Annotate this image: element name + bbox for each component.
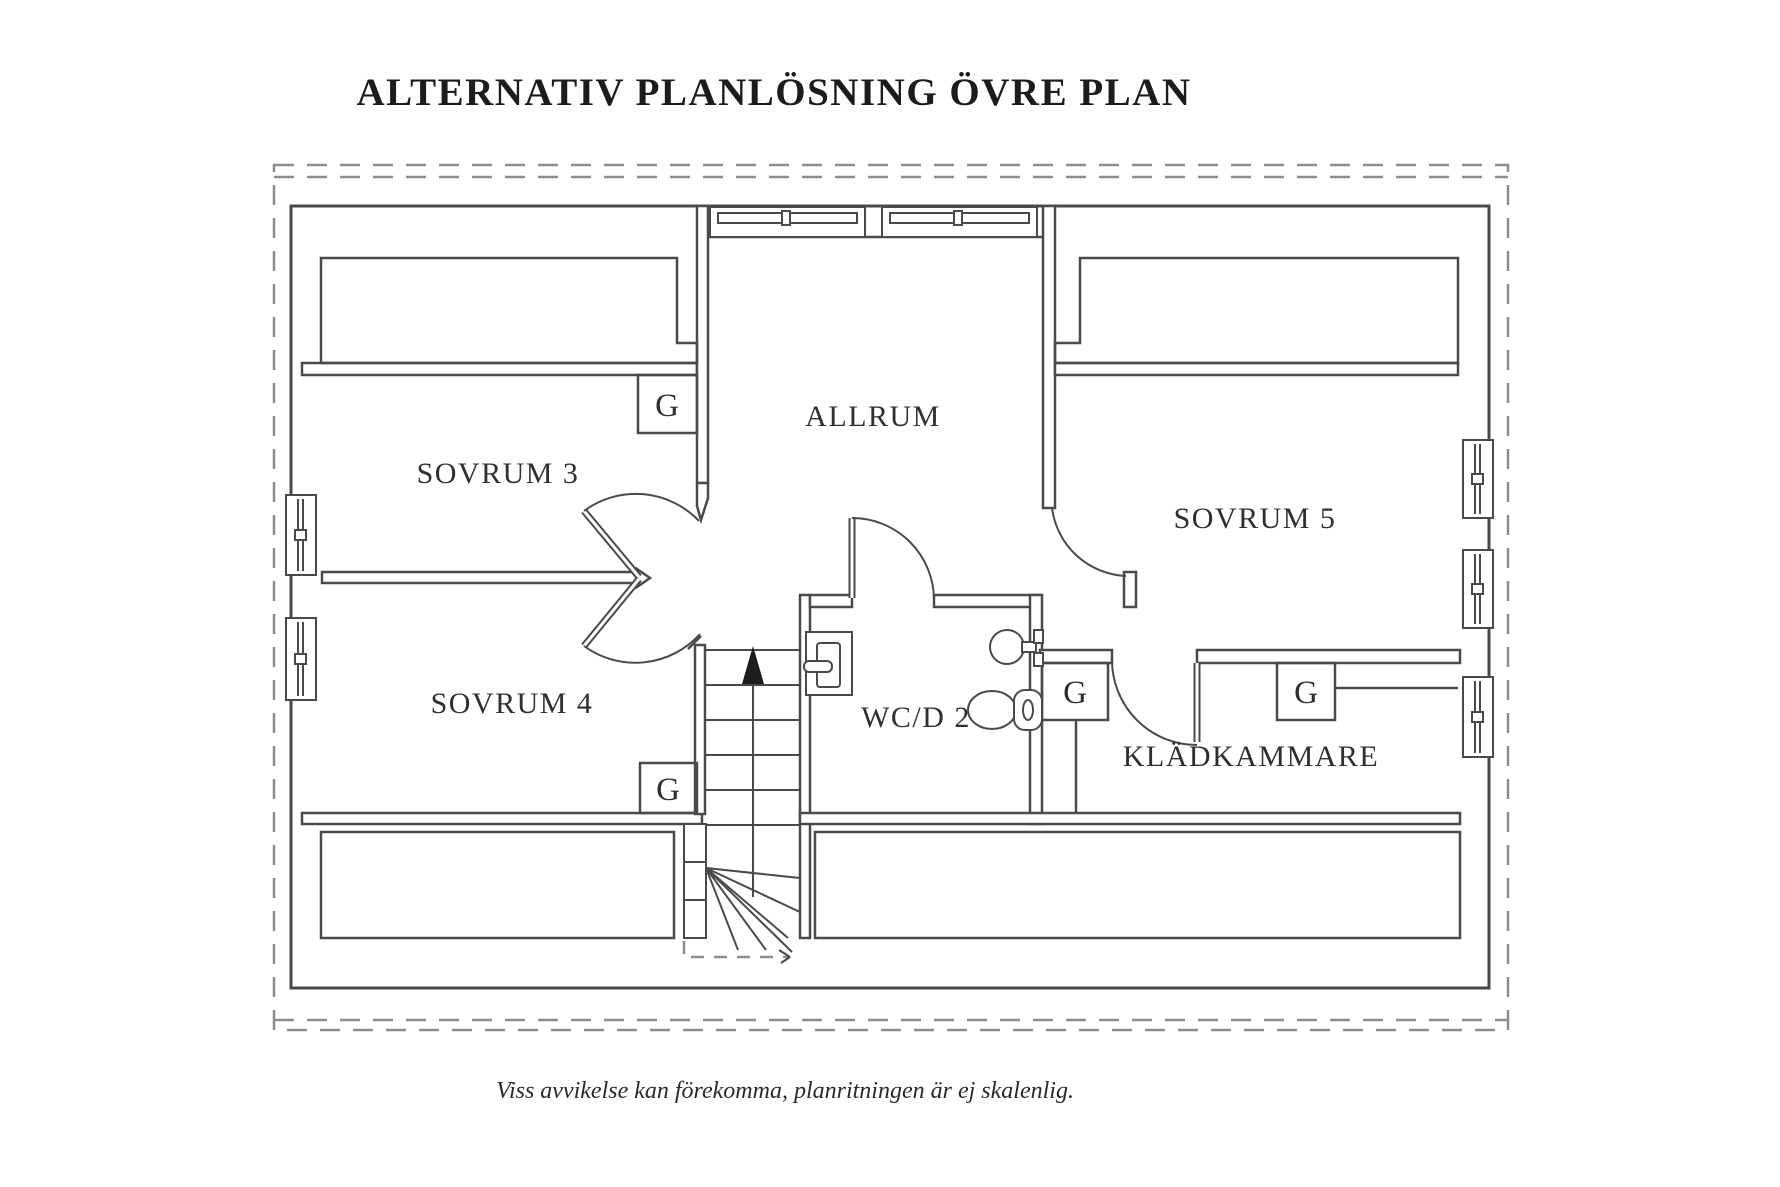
closet-label-kladkammare-1: G xyxy=(1063,675,1087,711)
window-right-sovrum5-2 xyxy=(1462,549,1494,629)
window-right-kladkammare xyxy=(1462,676,1494,758)
window-dormer-allrum-2 xyxy=(881,206,1038,238)
door-sovrum3 xyxy=(581,492,700,580)
window-left-sovrum3 xyxy=(285,494,317,576)
windows xyxy=(285,206,1494,758)
walls xyxy=(289,204,1491,990)
wardrobe-sovrum4 xyxy=(638,761,699,815)
toilet-icon xyxy=(967,689,1043,731)
door-wcd2 xyxy=(848,517,935,601)
wardrobes xyxy=(636,373,1458,815)
page-title: ALTERNATIV PLANLÖSNING ÖVRE PLAN xyxy=(356,71,1192,114)
room-label-sovrum4: SOVRUM 4 xyxy=(431,687,594,720)
closet-label-kladkammare-2: G xyxy=(1294,675,1318,711)
room-label-sovrum5: SOVRUM 5 xyxy=(1174,502,1337,535)
closet-label-sovrum3: G xyxy=(655,388,679,424)
washbasin-icon xyxy=(989,629,1044,667)
window-right-sovrum5-1 xyxy=(1462,439,1494,519)
stairs xyxy=(682,646,801,964)
roof-outline xyxy=(272,163,1510,1032)
window-dormer-allrum-1 xyxy=(709,206,866,238)
room-label-allrum: ALLRUM xyxy=(805,400,941,433)
wardrobe-sovrum3 xyxy=(636,373,699,435)
door-kladkammare xyxy=(1111,659,1201,746)
closet-label-sovrum4: G xyxy=(656,772,680,808)
up-arrow-icon xyxy=(742,646,764,684)
wardrobe-kladkammare-2 xyxy=(1275,661,1337,722)
shower-sink-icon xyxy=(803,631,853,696)
door-sovrum4 xyxy=(581,576,701,664)
window-left-sovrum4 xyxy=(285,617,317,701)
fixtures xyxy=(803,629,1044,731)
disclaimer-text: Viss avvikelse kan förekomma, planritnin… xyxy=(496,1078,1074,1104)
room-label-wcd2: WC/D 2 xyxy=(861,701,971,734)
sloped-ceiling-areas xyxy=(319,256,1462,940)
room-label-kladkammare: KLÄDKAMMARE xyxy=(1123,740,1380,773)
door-sovrum5 xyxy=(1051,507,1127,577)
room-label-sovrum3: SOVRUM 3 xyxy=(417,457,580,490)
exterior-wall xyxy=(289,204,1491,990)
doors xyxy=(581,492,1201,746)
